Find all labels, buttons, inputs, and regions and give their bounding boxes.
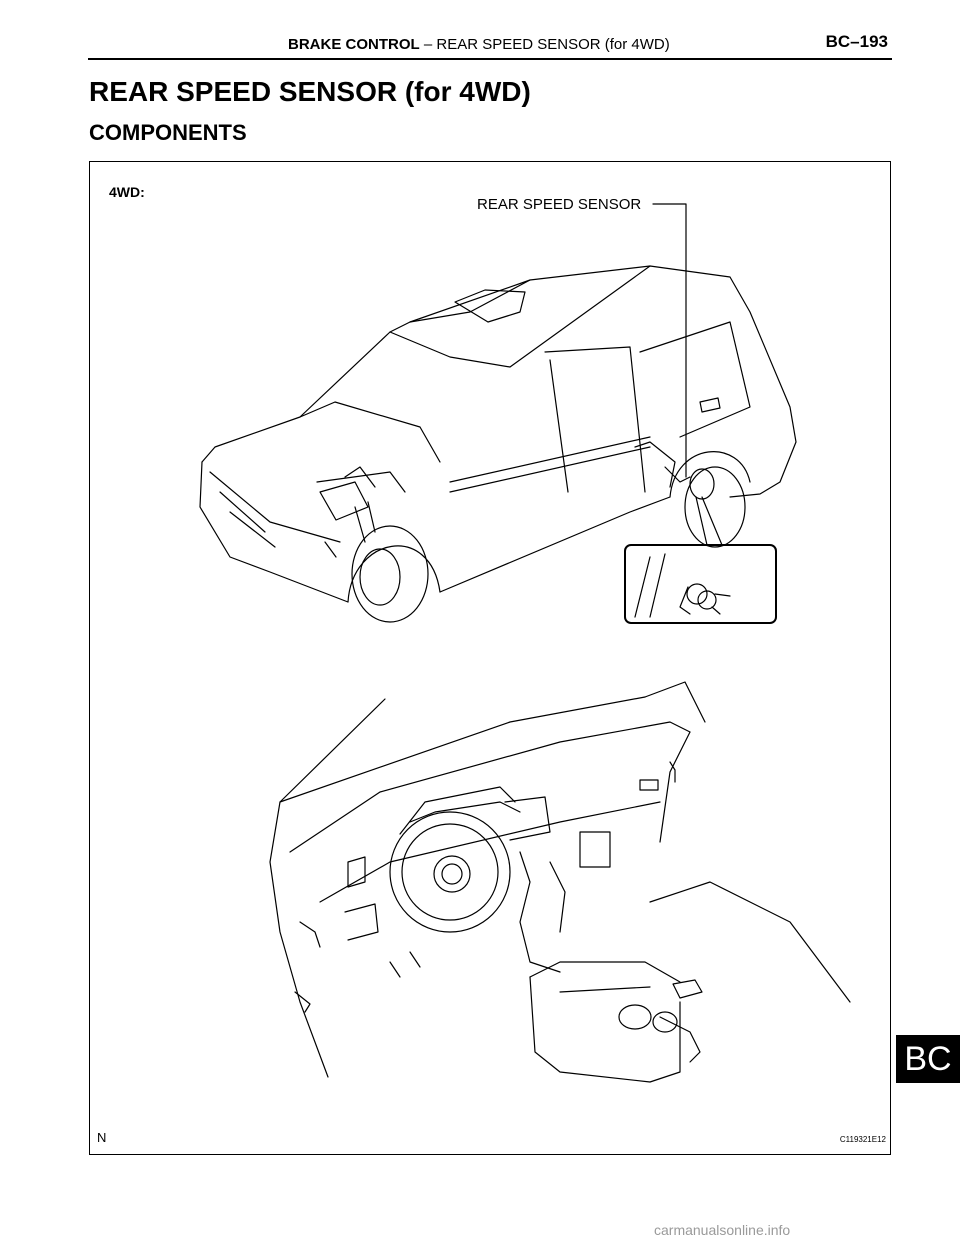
watermark: carmanualsonline.info <box>654 1222 791 1238</box>
components-illustration <box>199 203 851 1083</box>
variant-label: 4WD: <box>109 184 145 200</box>
dashboard-drawing <box>269 681 851 1083</box>
section-title: COMPONENTS <box>89 120 247 145</box>
page-header: BRAKE CONTROL – REAR SPEED SENSOR (for 4… <box>88 30 892 60</box>
illustration-code: C119321E12 <box>839 1135 886 1144</box>
orientation-mark: N <box>97 1130 107 1145</box>
rear-sensor-detail-inset <box>624 496 777 624</box>
section-tab: BC <box>896 1035 960 1083</box>
header-section: BRAKE CONTROL <box>288 36 420 53</box>
rear-speed-sensor-label: REAR SPEED SENSOR <box>477 196 642 213</box>
page-number: BC–193 <box>825 32 888 51</box>
header-separator: – <box>419 36 437 53</box>
callout-leader <box>652 203 687 478</box>
van-drawing <box>199 265 797 623</box>
header-subsection: REAR SPEED SENSOR (for 4WD) <box>436 36 670 53</box>
page-title: REAR SPEED SENSOR (for 4WD) <box>89 76 531 107</box>
components-figure: 4WD: REAR SPEED SENSOR N C119321E12 <box>89 161 891 1155</box>
header-title: BRAKE CONTROL – REAR SPEED SENSOR (for 4… <box>288 36 670 53</box>
header-rule <box>88 58 892 60</box>
